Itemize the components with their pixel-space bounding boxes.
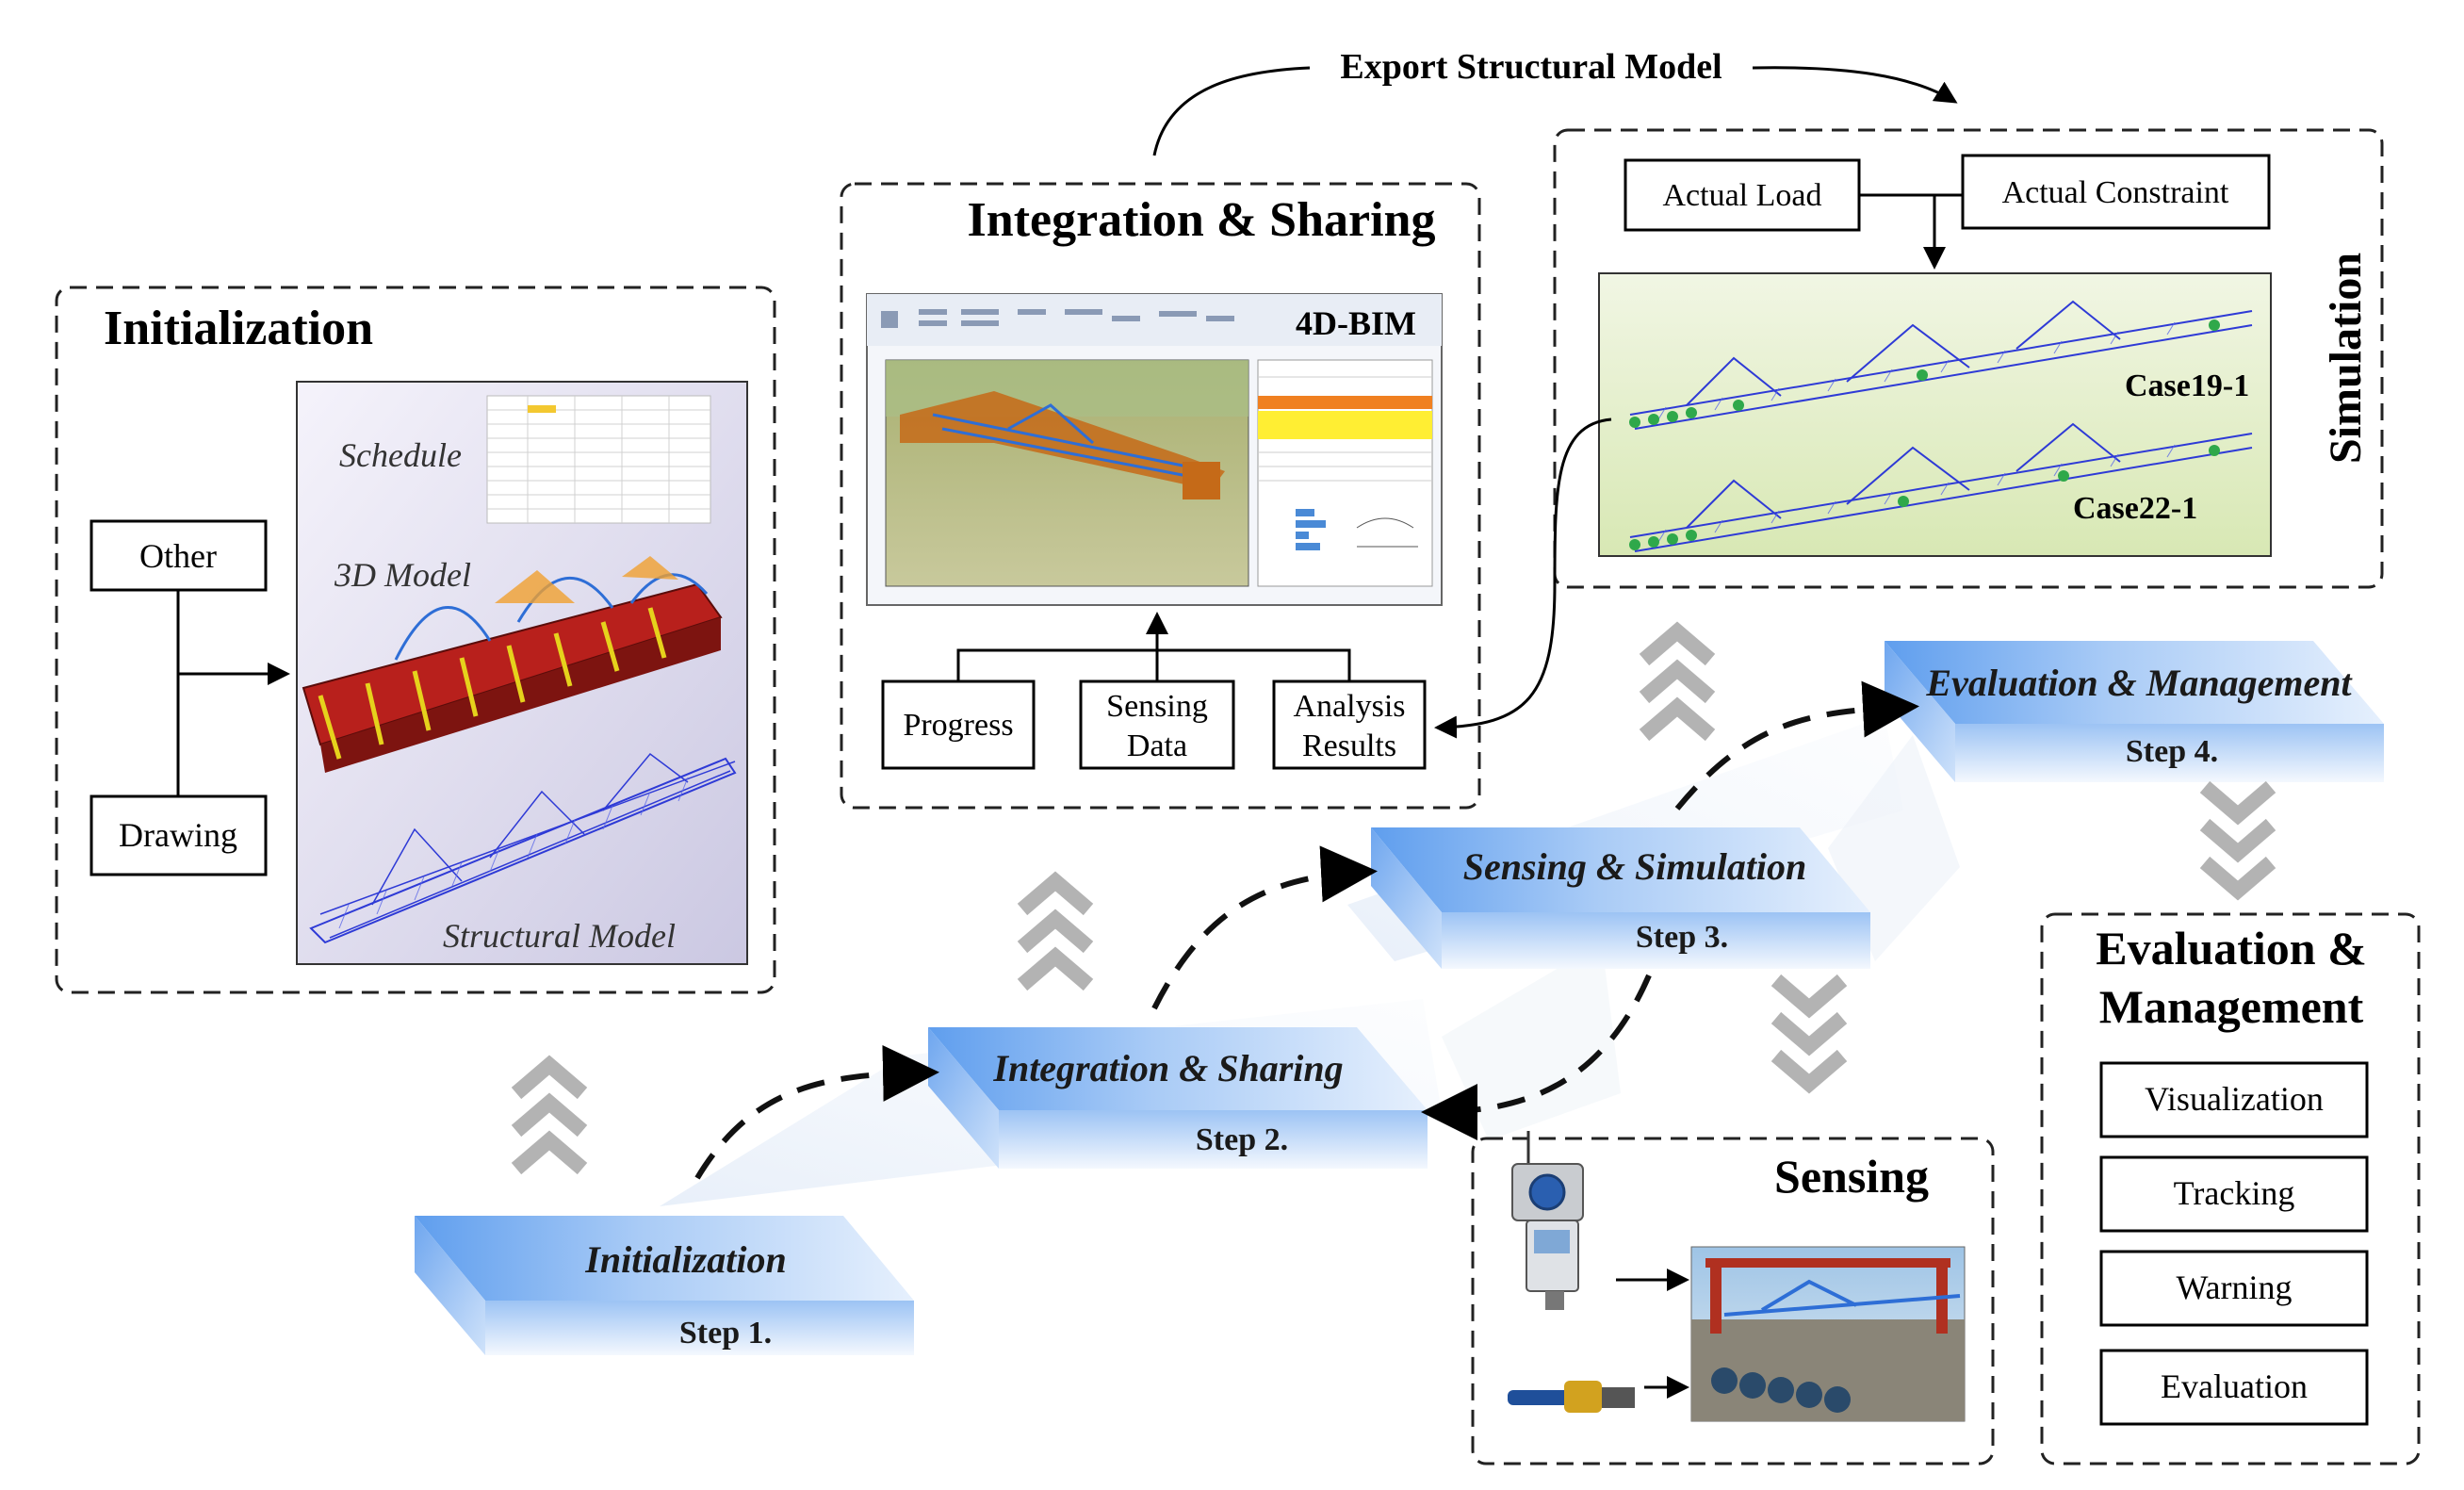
initialization-box [55,286,776,994]
arrow-step3-to-step4 [1674,680,1919,810]
case-upper-label: Case19-1 [2125,368,2249,403]
export-arrow [1152,66,1955,156]
chevrons-up-step2 [1017,871,1094,991]
construction-site-photo [1690,1246,1966,1422]
chevrons-down-step3 [1770,974,1848,1094]
input-drawing-label: Drawing [119,816,237,854]
input-progress-box [881,680,1036,770]
step-3-name: Sensing & Simulation [1463,845,1807,888]
export-label: Export Structural Model [1340,47,1722,87]
step-3-label: Step 3. [1636,920,1728,955]
init-model-image: Schedule 3D Model [296,381,748,965]
sensor-device-icon [1508,1381,1635,1413]
input-analysis-results-box [1272,680,1427,770]
sensing-title: Sensing [1774,1150,1929,1203]
sensing-box [1471,1137,1995,1465]
input-sensing-data-line1: Sensing [1106,689,1208,724]
input-actual-constraint-box [1961,154,2271,230]
evaluation-item-evaluation: Evaluation [2161,1367,2308,1405]
arrow-step3-to-step2 [1421,974,1652,1140]
evaluation-item-evaluation-box [2099,1349,2369,1426]
sensing-arrows [1616,1269,1689,1399]
chevrons-down-step4 [2199,780,2276,901]
arrow-step2-to-step3 [1151,845,1378,1010]
simulation-connector [1859,193,1963,270]
step-4-label: Step 4. [2126,734,2218,769]
simulation-title: Simulation [2321,253,2371,464]
integration-box [840,182,1481,810]
chevrons-up-step3 [1639,621,1716,742]
results-feedback-arrow [1434,418,1612,739]
input-sensing-data-line2: Data [1127,729,1187,763]
step-2-label: Step 2. [1196,1122,1288,1157]
simulation-box [1553,128,2384,589]
schedule-sheet [486,395,711,524]
step-2-block [928,1027,1428,1169]
evaluation-item-tracking-box [2099,1155,2369,1233]
step-transition-arrows [694,680,1919,1180]
input-other-label: Other [139,537,217,575]
evaluation-item-warning-box [2099,1250,2369,1327]
structural-caption: Structural Model [443,917,676,955]
input-progress-label: Progress [903,708,1013,743]
model3d-caption: 3D Model [334,556,471,594]
evaluation-title-line1: Evaluation & [2096,922,2367,974]
evaluation-box [2040,912,2421,1465]
total-station-icon [1511,1131,1584,1310]
input-other-box [90,519,268,592]
bim-label: 4D-BIM [1296,304,1416,342]
evaluation-title-line2: Management [2099,980,2364,1033]
step-3-block [1371,827,1870,969]
input-actual-load-label: Actual Load [1663,178,1822,213]
evaluation-item-visualization-box [2099,1061,2369,1138]
step-1-label: Step 1. [679,1316,772,1351]
input-actual-constraint-label: Actual Constraint [2002,175,2229,210]
step-1-block [415,1216,914,1355]
chevrons-up-step1 [511,1055,588,1175]
init-connector [176,590,290,796]
evaluation-item-visualization: Visualization [2145,1080,2324,1118]
case-lower-label: Case22-1 [2073,491,2197,526]
simulation-results-image: Case19-1 Case22-1 [1598,272,2272,557]
arrow-step1-to-step2 [694,1044,939,1180]
step-1-name: Initialization [584,1238,786,1281]
evaluation-item-tracking: Tracking [2174,1174,2295,1212]
initialization-title: Initialization [104,302,373,355]
step-2-name: Integration & Sharing [992,1047,1343,1089]
bim-software-screenshot: 4D-BIM [866,293,1443,606]
evaluation-item-warning: Warning [2176,1269,2292,1306]
step-4-block [1885,641,2384,782]
step-4-name: Evaluation & Management [1925,662,2353,704]
schedule-caption: Schedule [339,436,462,474]
input-analysis-results-line1: Analysis [1294,689,1406,724]
input-analysis-results-line2: Results [1302,729,1396,763]
integration-title: Integration & Sharing [968,193,1436,247]
integration-connector [956,612,1351,681]
input-drawing-box [90,794,268,876]
